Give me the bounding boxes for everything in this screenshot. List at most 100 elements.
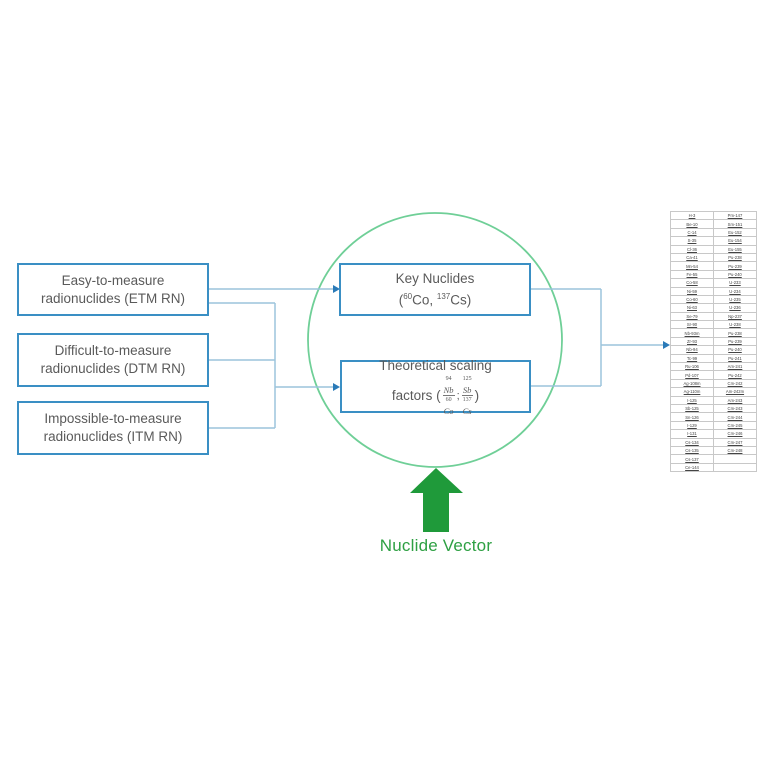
nb94-mass: 94 bbox=[445, 376, 452, 383]
nuclide-cell-right: Pu-238 bbox=[713, 252, 757, 263]
separator: , bbox=[429, 292, 437, 308]
cs137-den-symbol: Cs bbox=[462, 405, 472, 416]
co60-den-symbol: Co bbox=[443, 405, 454, 416]
nuclide-cell-left: I-131 bbox=[670, 429, 714, 439]
nuclide-cell-left: C-14 bbox=[670, 227, 714, 238]
paren-close: ) bbox=[474, 387, 480, 403]
etm-line1: Easy-to-measure bbox=[61, 272, 165, 288]
key-nuclides-list: (60Co, 137Cs) bbox=[399, 288, 472, 310]
nuclide-cell-right: Cm-243 bbox=[713, 403, 757, 414]
arrow-head-table bbox=[663, 341, 670, 349]
nuclide-cell-left: Sb-125 bbox=[670, 403, 714, 414]
nuclide-cell-left: Cs-137 bbox=[670, 454, 714, 464]
nuclide-cell-right bbox=[713, 462, 757, 473]
nuclide-cell-right: Cm-245 bbox=[713, 420, 757, 431]
nuclide-cell-right: U-238 bbox=[713, 320, 757, 330]
paren-close: ) bbox=[466, 292, 472, 308]
paren-open: ( bbox=[398, 292, 404, 308]
cs137-den-mass: 137 bbox=[462, 397, 472, 403]
nuclide-cell-left: Cs-135 bbox=[670, 445, 714, 456]
co60-symbol: Co bbox=[412, 292, 430, 308]
nuclide-cell-right: Cm-244 bbox=[713, 412, 757, 422]
nuclide-cell-left: Ce-144 bbox=[670, 462, 714, 473]
nuclide-table-row: Cs-137 bbox=[670, 454, 757, 464]
sb125-symbol: Sb bbox=[462, 385, 472, 395]
nuclide-cell-left: Ni-63 bbox=[670, 303, 714, 313]
fraction-separator: ; bbox=[456, 389, 460, 402]
nuclide-cell-right: Eu-152 bbox=[713, 227, 757, 238]
nuclide-cell-left: Nb-93m bbox=[670, 328, 714, 338]
scaling-title: Theoretical scaling bbox=[379, 358, 492, 374]
nuclide-cell-right: Cm-242 bbox=[713, 378, 757, 389]
nuclide-cell-right: Cm-248 bbox=[713, 445, 757, 456]
nuclide-vector-circle bbox=[307, 212, 563, 468]
nuclide-cell-left: H-3 bbox=[670, 210, 714, 221]
nuclide-cell-left: Cs-134 bbox=[670, 437, 714, 447]
nuclide-cell-right: Pu-239 bbox=[713, 336, 757, 347]
nuclide-cell-left: Ag-110m bbox=[670, 387, 714, 397]
nuclide-cell-left: Co-58 bbox=[670, 278, 714, 288]
nuclide-cell-left: Fe-55 bbox=[670, 269, 714, 280]
nuclide-vector-arrow bbox=[410, 468, 463, 532]
nuclide-cell-left: Be-10 bbox=[670, 219, 714, 229]
nuclide-cell-left: Co-60 bbox=[670, 294, 714, 305]
nuclide-cell-right: Pu-241 bbox=[713, 353, 757, 364]
itm-line1: Impossible-to-measure bbox=[44, 411, 182, 426]
nuclide-cell-left: Nb-94 bbox=[670, 345, 714, 355]
nuclide-cell-right: Sm-151 bbox=[713, 219, 757, 229]
nuclide-vector-label: Nuclide Vector bbox=[379, 536, 493, 555]
nuclide-cell-right bbox=[713, 454, 757, 464]
dtm-line2: radionuclides (DTM RN) bbox=[40, 361, 186, 376]
nuclide-cell-right: U-235 bbox=[713, 294, 757, 305]
nuclide-cell-right: Am-242m bbox=[713, 387, 757, 397]
key-nuclides-title: Key Nuclides bbox=[395, 270, 475, 286]
itm-line2: radionuclides (ITM RN) bbox=[43, 429, 183, 444]
nuclide-cell-right: U-234 bbox=[713, 286, 757, 296]
nuclide-cell-left: Ni-59 bbox=[670, 286, 714, 296]
sb125-mass: 125 bbox=[462, 376, 472, 383]
dtm-line1: Difficult-to-measure bbox=[54, 343, 172, 358]
nuclide-cell-right: Pu-238 bbox=[713, 328, 757, 338]
nuclide-cell-left: I-125 bbox=[670, 395, 714, 406]
co60-mass: 60 bbox=[403, 291, 413, 301]
dtm-box: Difficult-to-measure radionuclides (DTM … bbox=[17, 333, 209, 387]
nuclide-cell-left: Sr-90 bbox=[670, 320, 714, 330]
nuclide-cell-right: Eu-154 bbox=[713, 236, 757, 246]
co60-den-mass: 60 bbox=[445, 397, 452, 403]
itm-box: Impossible-to-measure radionuclides (ITM… bbox=[17, 401, 209, 455]
nuclide-cell-left: Ca-41 bbox=[670, 252, 714, 263]
nuclide-cell-left: Pd-107 bbox=[670, 370, 714, 380]
nuclide-cell-right: Pu-240 bbox=[713, 345, 757, 355]
nuclide-cell-left: Se-79 bbox=[670, 311, 714, 322]
nuclide-cell-left: Sn-126 bbox=[670, 412, 714, 422]
nuclide-cell-left: Ag-108m bbox=[670, 378, 714, 389]
nuclide-cell-right: Am-241 bbox=[713, 362, 757, 372]
cs137-mass: 137 bbox=[436, 291, 451, 301]
